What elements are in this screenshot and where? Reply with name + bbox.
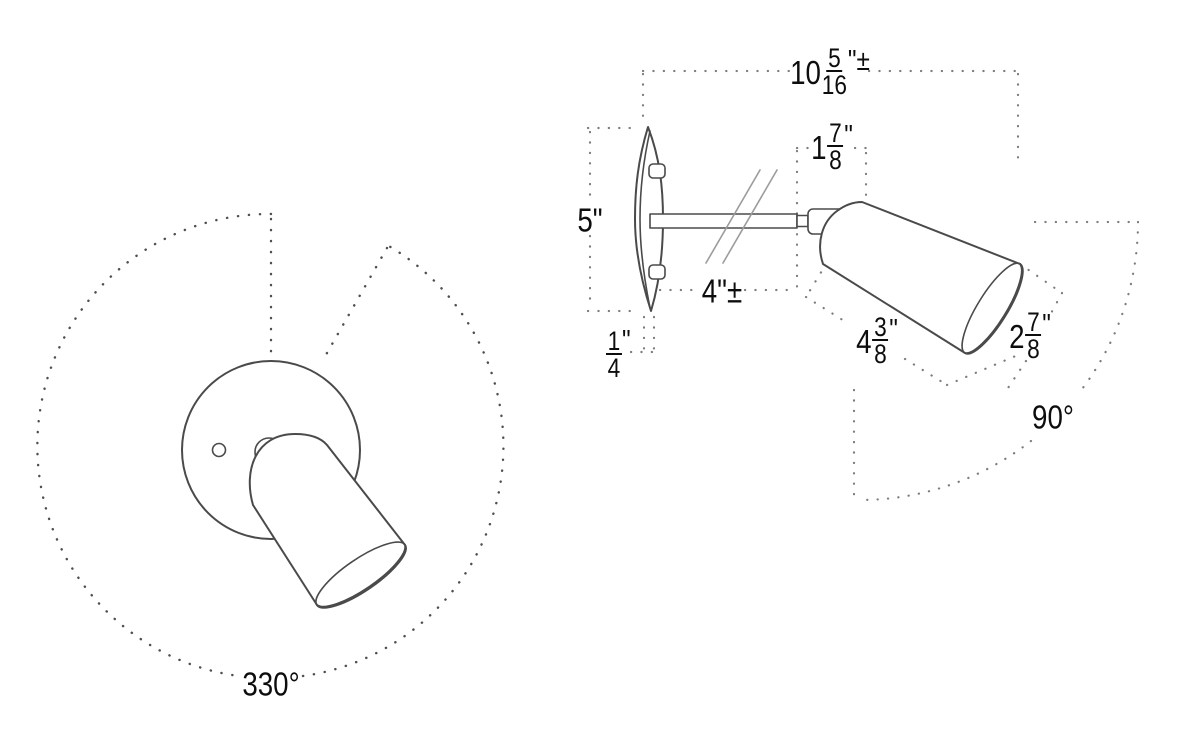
side-view <box>586 69 1140 502</box>
canopy-screw-top <box>648 163 666 179</box>
rotation-arc-right <box>301 243 505 678</box>
tilt-arc-lower <box>858 439 1033 502</box>
dim-shade-bottom-line <box>945 353 1020 387</box>
dim-overall-suffix: "± <box>847 45 870 77</box>
dim-shade-length-line-b <box>903 357 949 387</box>
lamp-head-side <box>819 201 1023 355</box>
tilt-arc-upper <box>1077 220 1140 395</box>
lamp-head-side-rim <box>961 262 1024 355</box>
break-symbol-line-2 <box>722 169 778 264</box>
canopy-screw-bottom <box>648 264 666 280</box>
dim-shade-length-line-a <box>804 295 851 326</box>
dim-shade-diameter-line-b <box>1006 359 1028 390</box>
screw-hole <box>211 442 227 458</box>
rotation-radial-diagonal <box>321 246 389 362</box>
lamp-head-front <box>248 433 407 608</box>
dim-label-arm-length: 4"± <box>701 272 743 310</box>
arm-side <box>649 213 798 229</box>
dim-label-backplate-diameter: 5" <box>577 201 603 239</box>
dim-shade-tip-ext <box>1018 262 1064 295</box>
dim-overall-whole: 10 <box>790 53 821 91</box>
canopy-side-crease <box>639 130 651 309</box>
angle-label-tilt-range: 90° <box>1032 398 1074 436</box>
dim-shade-diameter-line-a <box>1047 291 1064 319</box>
angle-label-rotation-range: 330° <box>242 665 300 703</box>
break-symbol-line-1 <box>705 169 761 264</box>
arm-neck <box>796 214 809 228</box>
lamp-head-front-rim <box>315 541 407 609</box>
front-view <box>36 212 505 678</box>
